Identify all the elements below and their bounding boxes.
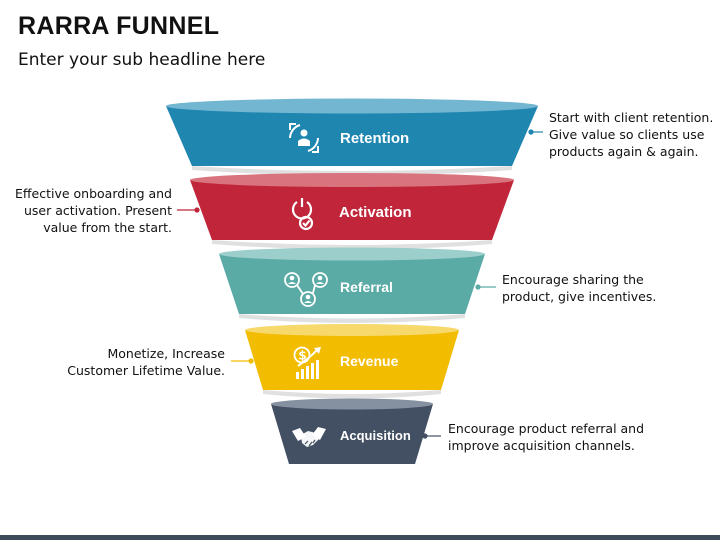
stage-label-retention: Retention: [340, 130, 409, 147]
stage-label-revenue: Revenue: [340, 353, 399, 369]
stage-label-referral: Referral: [340, 279, 393, 295]
note-retention: Start with client retention. Give value …: [549, 110, 714, 159]
stage-band-acquisition: [271, 404, 433, 464]
stage-label-acquisition: Acquisition: [340, 428, 411, 443]
power-check-icon: [291, 198, 314, 231]
funnel-stage-activation: Activation: [190, 173, 514, 250]
stage-band-retention: [166, 106, 538, 166]
page-title: RARRA FUNNEL: [18, 12, 220, 40]
note-activation: Effective onboarding and user activation…: [15, 186, 172, 235]
funnel-stage-revenue: $ Revenue: [245, 324, 459, 399]
dollar-growth-chart-icon: $: [293, 346, 321, 379]
note-referral: Encourage sharing the product, give ince…: [502, 272, 657, 304]
stage-band-referral: [219, 254, 485, 314]
footer-bar: [0, 535, 720, 540]
stage-label-activation: Activation: [339, 204, 412, 221]
page-subtitle: Enter your sub headline here: [18, 50, 266, 70]
funnel-stage-retention: Retention: [166, 98, 538, 176]
referral-people-network-icon: [284, 272, 328, 307]
note-revenue: Monetize, Increase Customer Lifetime Val…: [67, 346, 225, 378]
stage-band-activation: [190, 180, 514, 240]
handshake-icon: [292, 427, 326, 447]
note-connectors: [177, 129, 543, 439]
svg-text:$: $: [298, 349, 306, 363]
client-retention-cycle-icon: [289, 123, 319, 153]
funnel-stage-acquisition: Acquisition: [271, 398, 433, 464]
funnel-stage-referral: Referral: [219, 247, 485, 323]
note-acquisition: Encourage product referral and improve a…: [448, 421, 645, 453]
